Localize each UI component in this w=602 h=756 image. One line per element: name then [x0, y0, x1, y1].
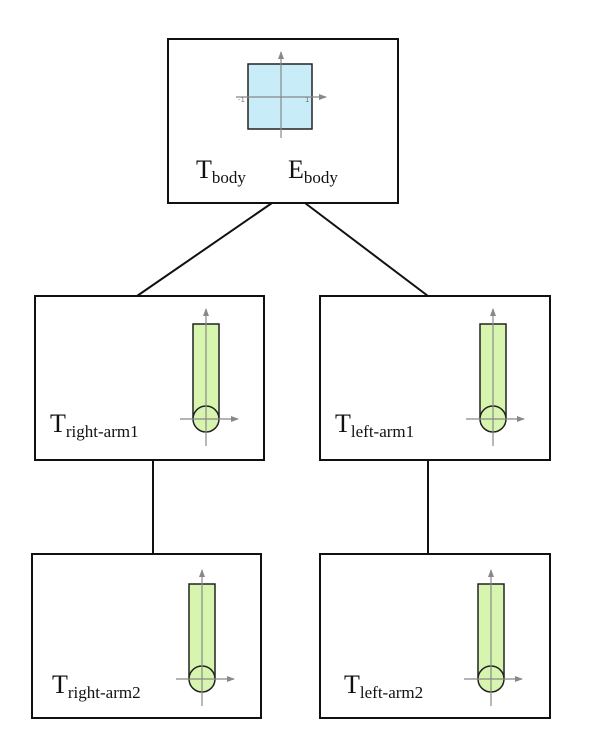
left-arm2-label: Tleft-arm2	[344, 670, 423, 702]
node-left-arm1: Tleft-arm1	[319, 295, 551, 461]
right-arm1-label: Tright-arm1	[50, 409, 139, 441]
node-body: -1 1 Tbody Ebody	[167, 38, 399, 204]
body-element-label: Ebody	[288, 155, 338, 187]
body-shape: -1 1	[236, 51, 327, 138]
node-left-arm2: Tleft-arm2	[319, 553, 551, 719]
node-right-arm1: Tright-arm1	[34, 295, 265, 461]
edge-body-right-arm1	[136, 202, 273, 297]
node-right-arm2: Tright-arm2	[31, 553, 262, 719]
left-arm1-limb	[466, 308, 525, 446]
body-tick-neg: -1	[238, 96, 245, 104]
right-arm2-limb	[176, 569, 235, 706]
right-arm2-label: Tright-arm2	[52, 670, 141, 702]
edge-body-left-arm1	[304, 202, 429, 297]
left-arm2-limb	[464, 569, 523, 706]
right-arm1-limb	[180, 308, 239, 446]
body-tick-pos: 1	[305, 96, 309, 104]
body-transform-label: Tbody	[196, 155, 246, 187]
left-arm1-label: Tleft-arm1	[335, 409, 414, 441]
